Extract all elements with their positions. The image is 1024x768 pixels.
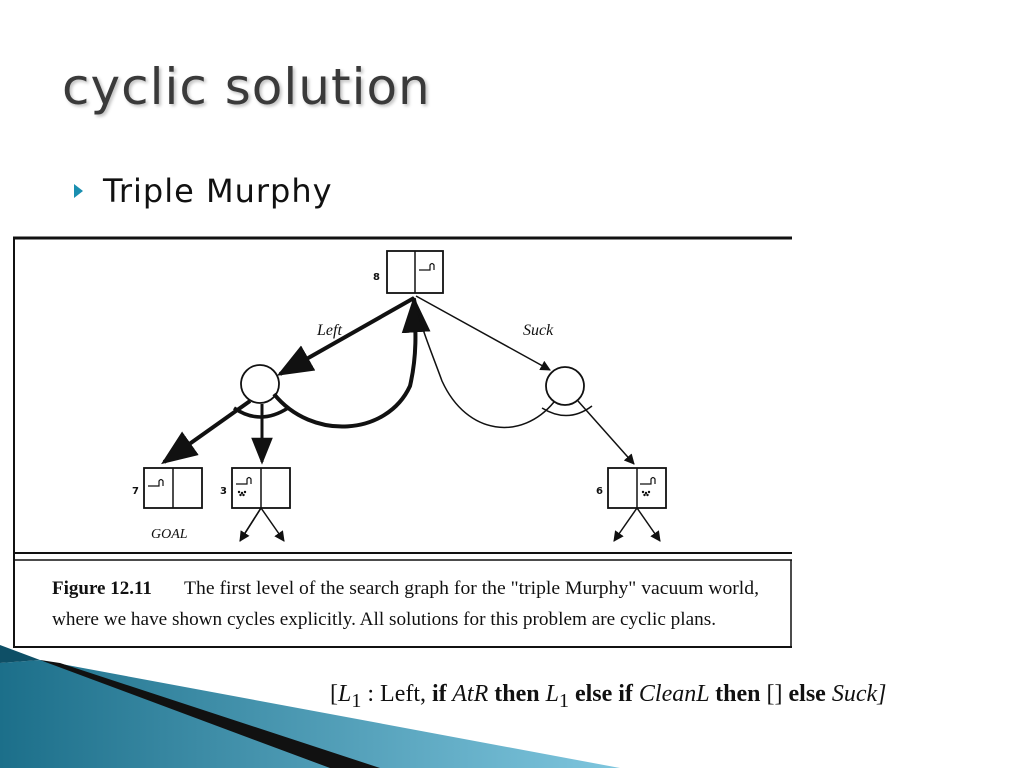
figure-caption-line2: where we have shown cycles explicitly. A… [52, 609, 716, 630]
edge-to-goal [161, 399, 252, 465]
formula-label-l1: L [338, 681, 352, 707]
state-node-6: 6 [596, 467, 667, 542]
goal-label: GOAL [151, 527, 188, 542]
slide-decoration [0, 645, 620, 768]
edge-left-cycle [272, 296, 431, 429]
formula-cleanl: CleanL [632, 681, 716, 707]
edge-left-action [276, 296, 415, 376]
chance-node-right [545, 366, 585, 406]
state-node-3: 3 [220, 467, 290, 541]
formula-suck: Suck] [825, 681, 887, 707]
bullet-text: Triple Murphy [103, 172, 333, 210]
figure-caption-line1: The first level of the search graph for … [184, 578, 759, 599]
edge-suck-action [415, 295, 551, 371]
node-id-top: 8 [373, 272, 380, 283]
formula-atr: AtR [446, 681, 495, 707]
node-id-goal: 7 [132, 486, 139, 497]
formula-label-l1b-sub: 1 [558, 689, 569, 712]
edge-suck-cycle [414, 297, 555, 429]
formula-else: else [788, 681, 826, 707]
node-id-6: 6 [596, 486, 603, 497]
edge-label-left: Left [316, 322, 342, 339]
node-id-3: 3 [220, 486, 227, 497]
edge-label-suck: Suck [523, 322, 554, 339]
formula-label-l1-sub: 1 [351, 689, 362, 712]
edge-to-node-6 [577, 400, 635, 465]
state-node-top: 8 [373, 250, 444, 294]
formula-bracket: [ [330, 681, 338, 707]
chance-node-left [240, 364, 280, 404]
state-node-goal: 7 GOAL [132, 467, 203, 542]
formula-left: : Left, [361, 681, 432, 707]
bullet-arrow-icon [74, 184, 83, 198]
formula-then: then [494, 681, 540, 707]
figure-caption-label: Figure 12.11 [52, 578, 152, 599]
search-graph-figure: 8 Left Suck 7 GOAL 3 [13, 236, 792, 648]
formula-if: if [432, 681, 447, 707]
formula-label-l1b: L [539, 681, 559, 707]
and-arc-right [541, 405, 593, 417]
formula-then-2: then [715, 681, 761, 707]
bullet-item: Triple Murphy [74, 172, 333, 210]
formula-else-if: else if [568, 681, 633, 707]
cyclic-plan-formula: [L1 : Left, if AtR then L1 else if Clean… [330, 681, 886, 713]
slide-title: cyclic solution [62, 58, 431, 116]
formula-empty-plan: [] [760, 681, 789, 707]
